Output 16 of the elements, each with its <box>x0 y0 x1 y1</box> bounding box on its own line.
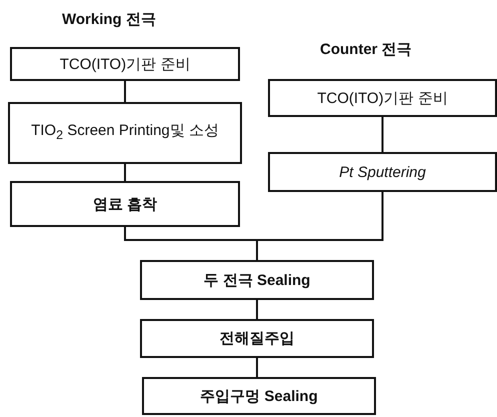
process-box: TIO$_{2}$ Screen Printing및 소성 <box>8 102 242 164</box>
process-box: TCO(ITO)기판 준비 <box>268 79 497 117</box>
process-box: 전해질주입 <box>140 319 374 358</box>
process-box: 주입구멍 Sealing <box>142 377 376 415</box>
process-box: TCO(ITO)기판 준비 <box>10 47 240 81</box>
connector-line <box>256 192 384 260</box>
connector-line <box>124 81 126 102</box>
column-heading: Counter 전극 <box>320 40 412 59</box>
process-box: 두 전극 Sealing <box>140 260 374 300</box>
connector-line <box>382 117 384 152</box>
connector-line <box>124 164 126 181</box>
process-box: Pt Sputtering <box>268 152 497 192</box>
column-heading: Working 전극 <box>62 10 156 29</box>
connector-line <box>256 300 258 319</box>
process-box: 염료 흡착 <box>10 181 240 227</box>
connector-line <box>256 358 258 377</box>
